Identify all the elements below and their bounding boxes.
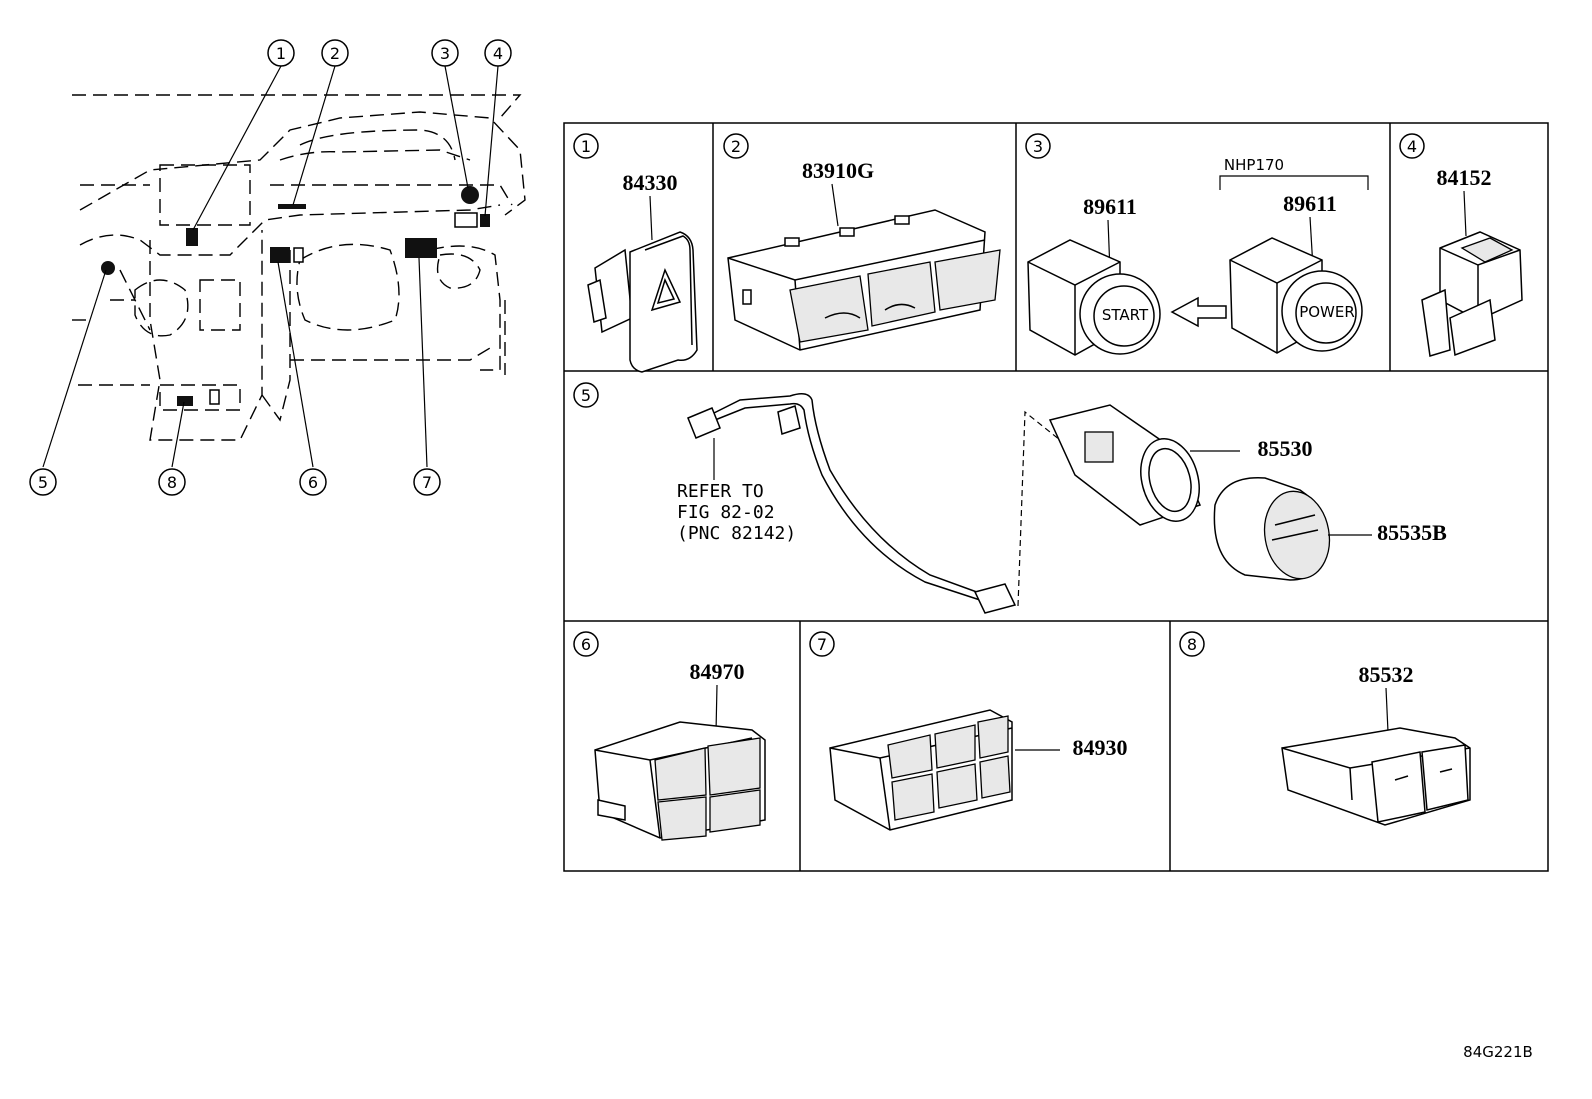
start-switch-b: POWER <box>1229 237 1363 354</box>
part-number-84970: 84970 <box>690 659 745 684</box>
svg-text:START: START <box>1102 306 1149 324</box>
callout-2: 2 <box>321 39 349 67</box>
svg-text:7: 7 <box>817 635 827 654</box>
svg-text:4: 4 <box>493 44 503 63</box>
svg-text:7: 7 <box>422 473 432 492</box>
socket-cap-85535B-illustration <box>1213 476 1331 581</box>
part-number-83910G: 83910G <box>802 158 874 183</box>
svg-text:1: 1 <box>276 44 286 63</box>
callout-6: 6 <box>299 468 327 496</box>
hazard-switch-illustration <box>587 231 698 373</box>
svg-text:2: 2 <box>731 137 741 156</box>
svg-text:3: 3 <box>1033 137 1043 156</box>
wire-harness-illustration <box>687 393 1017 614</box>
part-number-85535B: 85535B <box>1377 520 1447 545</box>
svg-text:1: 1 <box>581 137 591 156</box>
switch-84970-illustration <box>594 721 766 841</box>
svg-text:5: 5 <box>581 386 591 405</box>
part-number-84930: 84930 <box>1073 735 1128 760</box>
panel-8: 8 85532 <box>1179 631 1471 826</box>
part-number-84330: 84330 <box>623 170 678 195</box>
arrow-icon <box>1170 296 1227 328</box>
part-number-85530: 85530 <box>1258 436 1313 461</box>
svg-text:6: 6 <box>581 635 591 654</box>
switch-84930-illustration <box>829 709 1013 831</box>
svg-text:2: 2 <box>330 44 340 63</box>
panel-7: 7 84930 <box>809 631 1128 831</box>
part-number-85532: 85532 <box>1359 662 1414 687</box>
svg-text:POWER: POWER <box>1299 303 1355 321</box>
panel-6: 6 84970 <box>573 631 766 841</box>
panel-3: 3 NHP170 89611 89611 START POWER <box>1025 133 1369 356</box>
panel-5: 5 REFER TO FIG 82-02 (PNC 82142) 85530 <box>573 382 1447 614</box>
callout-5: 5 <box>29 468 57 496</box>
part-number-89611-a: 89611 <box>1083 194 1137 219</box>
callout-8: 8 <box>158 468 186 496</box>
panel-4: 4 84152 <box>1399 133 1523 357</box>
variant-label: NHP170 <box>1224 156 1284 174</box>
refer-line-1: REFER TO <box>677 481 764 502</box>
refer-line-3: (PNC 82142) <box>677 523 796 544</box>
start-switch-a: START <box>1027 239 1161 356</box>
svg-text:4: 4 <box>1407 137 1417 156</box>
svg-text:8: 8 <box>167 473 177 492</box>
svg-text:5: 5 <box>38 473 48 492</box>
dashboard-overview <box>42 65 526 468</box>
callout-3: 3 <box>431 39 459 67</box>
callout-1: 1 <box>267 39 295 67</box>
panel-1: 1 84330 <box>573 133 698 373</box>
switch-85532-illustration <box>1281 727 1471 826</box>
switch-84152-illustration <box>1421 231 1523 357</box>
refer-line-2: FIG 82-02 <box>677 502 775 523</box>
svg-text:8: 8 <box>1187 635 1197 654</box>
figure-code: 84G221B <box>1463 1043 1533 1061</box>
socket-85530-illustration <box>1048 404 1202 526</box>
part-number-89611-b: 89611 <box>1283 191 1337 216</box>
svg-text:3: 3 <box>440 44 450 63</box>
callout-4: 4 <box>484 39 512 67</box>
parts-grid <box>563 122 1549 872</box>
panel-2: 2 83910G <box>723 133 1001 351</box>
callout-7: 7 <box>413 468 441 496</box>
part-number-84152: 84152 <box>1437 165 1492 190</box>
svg-text:6: 6 <box>308 473 318 492</box>
switch-assy-illustration <box>727 209 1001 351</box>
